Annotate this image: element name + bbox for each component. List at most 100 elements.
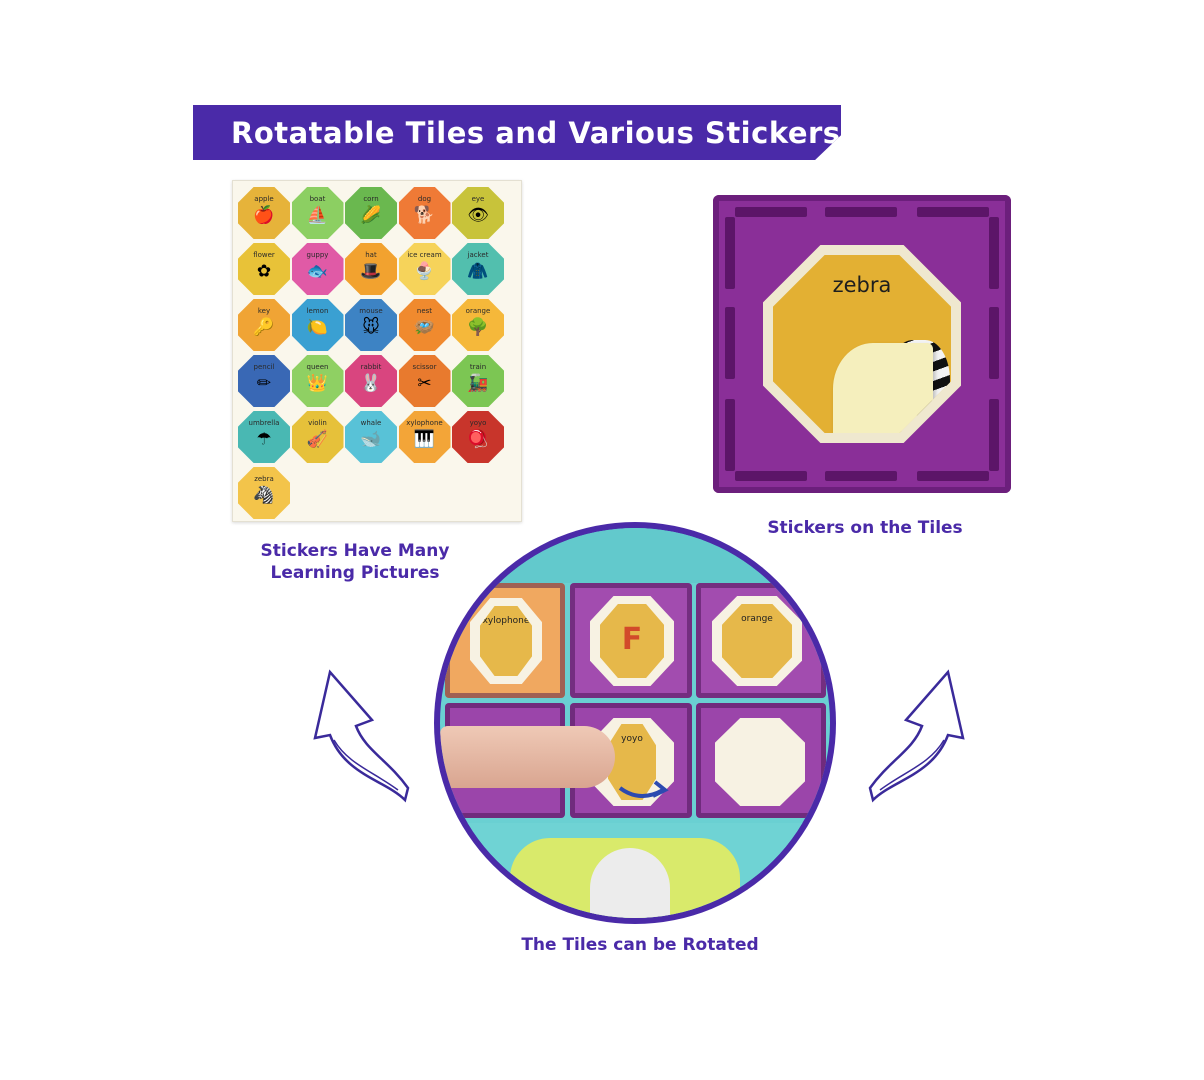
- sticker-label: scissor: [412, 363, 437, 371]
- sticker-picture-icon: 👑: [306, 373, 329, 394]
- sticker-sheet: apple🍎boat⛵corn🌽dog🐕eye👁flower✿guppy🐟hat…: [232, 180, 522, 522]
- sticker: orange 🌳: [452, 299, 504, 351]
- magnetic-tile: zebra: [713, 195, 1011, 493]
- tile-window: [715, 718, 805, 806]
- sticker: violin🎻: [291, 411, 344, 463]
- tile-slot: [989, 217, 999, 289]
- sticker: umbrella ☂: [238, 411, 290, 463]
- tile-slot: [725, 307, 735, 379]
- zebra-sticker-label: zebra: [832, 273, 892, 297]
- sticker: yoyo 🪀: [452, 411, 504, 463]
- sticker-picture-icon: 🌳: [467, 317, 489, 338]
- rotate-arrow-icon: [618, 780, 669, 798]
- demo-sticker-label: xylophone: [482, 616, 530, 626]
- demo-sticker: F: [600, 604, 664, 678]
- sticker-picture-icon: 👁: [467, 205, 489, 226]
- sticker: boat ⛵: [291, 187, 344, 239]
- sticker-label: eye: [471, 195, 485, 203]
- sheet-caption-line-1: Stickers Have Many: [260, 541, 450, 561]
- tile-slot: [725, 217, 735, 289]
- sticker-picture-icon: ✂: [417, 373, 432, 394]
- demo-sticker: yoyo: [608, 724, 656, 800]
- demo-sticker-letter: F: [621, 622, 643, 657]
- sticker: corn 🌽: [345, 187, 397, 239]
- sheet-caption: Stickers Have Many Learning Pictures: [250, 540, 460, 584]
- sticker: queen 👑: [291, 355, 344, 407]
- tile-slot: [825, 207, 897, 217]
- sticker-picture-icon: 🍎: [253, 205, 275, 226]
- sticker-label: lemon: [306, 307, 329, 315]
- sticker-label: violin: [308, 419, 327, 427]
- sticker: dog🐕: [398, 187, 451, 239]
- curved-arrow-right-icon: [868, 669, 965, 803]
- arch-opening: [590, 848, 670, 918]
- sticker: jacket🧥: [452, 243, 504, 295]
- banner-title: Rotatable Tiles and Various Stickers: [231, 115, 841, 150]
- sticker-picture-icon: 🐭: [362, 317, 380, 338]
- sticker-picture-icon: 🐰: [360, 373, 382, 394]
- demo-sticker: xylophone: [480, 606, 532, 676]
- sticker-picture-icon: 🌽: [360, 205, 382, 226]
- tile-slot: [735, 207, 807, 217]
- tile-slot: [725, 399, 735, 471]
- tile-slot: [917, 471, 989, 481]
- sticker-picture-icon: 🪀: [467, 429, 489, 450]
- sticker-label: yoyo: [469, 419, 487, 427]
- sticker-label: xylophone: [406, 419, 443, 427]
- zebra-sticker: zebra: [773, 255, 951, 433]
- sticker-label: nest: [416, 307, 433, 315]
- sticker-picture-icon: 🍨: [413, 261, 436, 282]
- curved-arrow-left-icon: [313, 669, 410, 803]
- sticker-picture-icon: 🎩: [360, 261, 382, 282]
- sticker-label: hat: [365, 251, 377, 259]
- sticker: whale🐋: [345, 411, 397, 463]
- sheet-caption-line-2: Learning Pictures: [270, 563, 440, 583]
- sticker-label: pencil: [253, 363, 275, 371]
- sticker: hat 🎩: [345, 243, 397, 295]
- sticker-picture-icon: 🎹: [413, 429, 436, 450]
- sticker-label: umbrella: [248, 419, 280, 427]
- sticker-picture-icon: 🔑: [253, 317, 275, 338]
- sticker: guppy 🐟: [291, 243, 344, 295]
- sticker: key🔑: [238, 299, 290, 351]
- sticker: flower✿: [238, 243, 290, 295]
- sticker-label: guppy: [306, 251, 329, 259]
- sticker-label: corn: [363, 195, 379, 203]
- sticker: train 🚂: [452, 355, 504, 407]
- finger: [440, 726, 615, 788]
- sticker: zebra 🦓: [238, 467, 290, 519]
- sticker: ice cream 🍨: [398, 243, 451, 295]
- sticker-label: orange: [465, 307, 491, 315]
- sticker: xylophone 🎹: [398, 411, 451, 463]
- sticker: nest 🪺: [398, 299, 451, 351]
- sticker-label: ice cream: [407, 251, 442, 259]
- sticker-picture-icon: 🐕: [413, 205, 436, 226]
- sticker-picture-icon: 🚂: [467, 373, 489, 394]
- sticker-label: queen: [306, 363, 329, 371]
- sticker-label: flower: [253, 251, 275, 259]
- sticker-picture-icon: ✏: [256, 373, 272, 394]
- sticker-picture-icon: ☂: [256, 429, 272, 450]
- sticker: mouse🐭: [345, 299, 397, 351]
- sticker-label: boat: [309, 195, 326, 203]
- title-banner: Rotatable Tiles and Various Stickers: [193, 105, 841, 160]
- sticker-picture-icon: 🧥: [467, 261, 489, 282]
- sticker-picture-icon: 🦓: [253, 485, 275, 506]
- demo-sticker-label: orange: [741, 614, 773, 624]
- sticker-picture-icon: 🍋: [306, 317, 329, 338]
- sticker-picture-icon: 🪺: [413, 317, 436, 338]
- sticker: pencil ✏: [238, 355, 290, 407]
- tile-slot: [825, 471, 897, 481]
- sticker: scissor ✂: [398, 355, 451, 407]
- sticker-picture-icon: ⛵: [306, 205, 329, 226]
- sticker-picture-icon: 🐟: [306, 261, 329, 282]
- sticker-label: train: [469, 363, 487, 371]
- sticker-label: rabbit: [360, 363, 382, 371]
- demo-sticker-label: yoyo: [621, 734, 643, 744]
- tile-slot: [989, 399, 999, 471]
- tile-slot: [989, 307, 999, 379]
- sticker-label: whale: [360, 419, 382, 427]
- rotate-caption: The Tiles can be Rotated: [521, 935, 759, 955]
- sticker-label: zebra: [254, 475, 274, 483]
- sticker: lemon 🍋: [291, 299, 344, 351]
